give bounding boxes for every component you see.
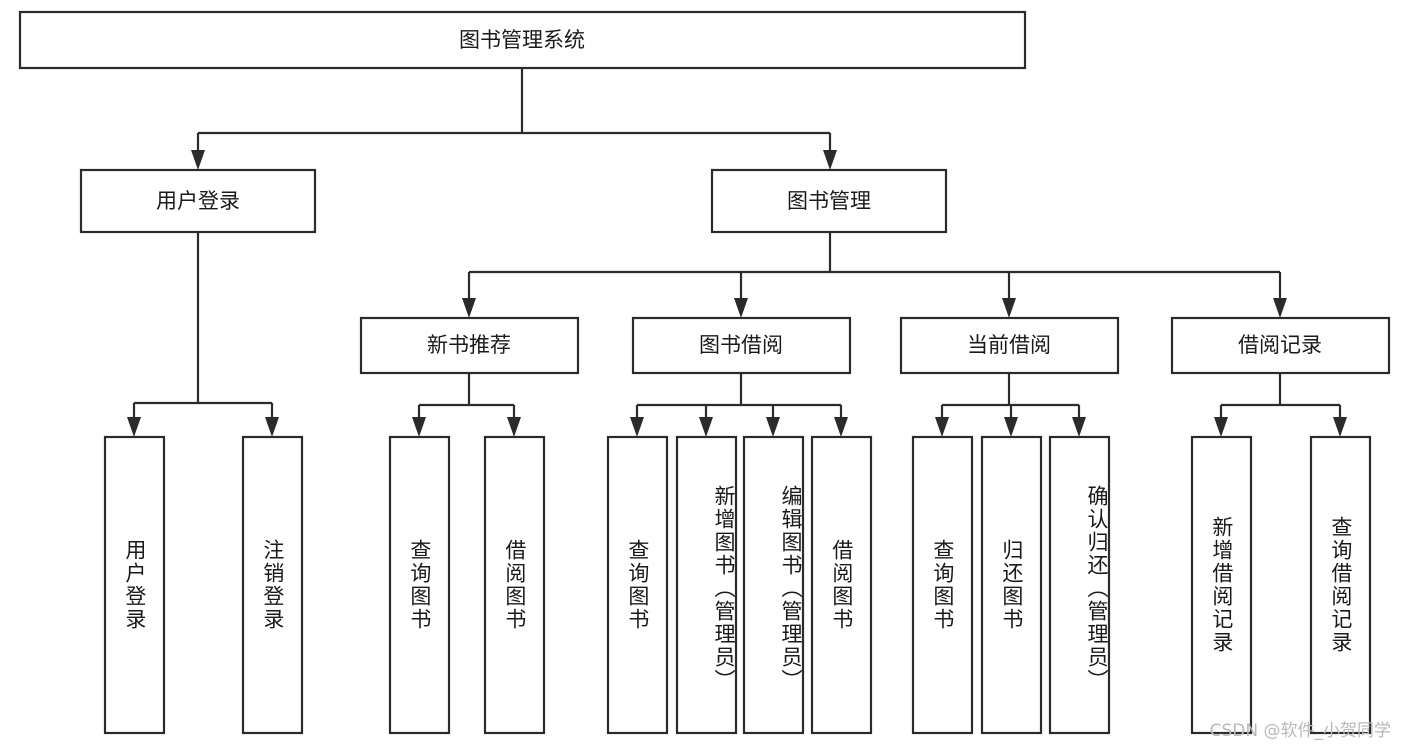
arrowhead-leaf-borrow-book-brw bbox=[834, 417, 848, 437]
connector-group-new-book-recommend bbox=[412, 373, 521, 437]
leaf-edit-book-box[interactable] bbox=[742, 435, 805, 735]
node-root-box[interactable] bbox=[18, 10, 1027, 70]
node-user-login-box[interactable] bbox=[79, 168, 317, 234]
connector-group-user-login bbox=[127, 232, 279, 437]
node-book-borrow-box[interactable] bbox=[631, 316, 852, 375]
leaf-add-record-box[interactable] bbox=[1190, 435, 1253, 735]
connector-group-current-borrow bbox=[935, 373, 1086, 437]
arrowhead-leaf-confirm-return bbox=[1072, 417, 1086, 437]
arrowhead-leaf-return-book bbox=[1004, 417, 1018, 437]
arrowhead-leaf-edit-book bbox=[766, 417, 780, 437]
node-book-manage-label: 图书管理 bbox=[787, 189, 871, 213]
leaf-return-book-box[interactable] bbox=[980, 435, 1043, 735]
arrowhead-new-book-recommend bbox=[462, 298, 476, 318]
leaf-borrow-book-brw-box[interactable] bbox=[810, 435, 873, 735]
arrowhead-leaf-query-record bbox=[1333, 417, 1347, 437]
arrowhead-book-borrow bbox=[734, 298, 748, 318]
node-borrow-record-label: 借阅记录 bbox=[1238, 333, 1322, 357]
arrowhead-leaf-add-book bbox=[699, 417, 713, 437]
connector-group-root bbox=[191, 68, 837, 170]
node-book-manage-box[interactable] bbox=[710, 168, 948, 234]
leaf-add-book-box[interactable] bbox=[675, 435, 738, 735]
csdn-watermark: CSDN @软件_小贺同学 bbox=[1209, 721, 1391, 741]
arrowhead-leaf-user-logout bbox=[265, 417, 279, 437]
arrowhead-current-borrow bbox=[1002, 298, 1016, 318]
node-user-login-label: 用户登录 bbox=[156, 189, 240, 213]
arrowhead-leaf-query-book-brw bbox=[630, 417, 644, 437]
node-new-book-recommend-box[interactable] bbox=[359, 316, 580, 375]
leaf-query-book-brw-box[interactable] bbox=[606, 435, 669, 735]
connector-group-book-borrow bbox=[630, 373, 848, 437]
arrowhead-leaf-add-record bbox=[1214, 417, 1228, 437]
leaf-borrow-book-rec-box[interactable] bbox=[483, 435, 546, 735]
arrowhead-leaf-query-book-cur bbox=[935, 417, 949, 437]
arrowhead-book-manage bbox=[823, 150, 837, 170]
node-current-borrow-box[interactable] bbox=[899, 316, 1120, 375]
leaf-query-book-rec-box[interactable] bbox=[388, 435, 451, 735]
node-new-book-recommend-label: 新书推荐 bbox=[427, 333, 511, 357]
node-root-label: 图书管理系统 bbox=[459, 28, 585, 52]
node-current-borrow-label: 当前借阅 bbox=[967, 333, 1051, 357]
leaf-user-login-box[interactable] bbox=[103, 435, 166, 735]
arrowhead-leaf-borrow-book-rec bbox=[507, 417, 521, 437]
arrowhead-leaf-query-book-rec bbox=[412, 417, 426, 437]
arrowhead-user-login bbox=[191, 150, 205, 170]
leaf-query-record-box[interactable] bbox=[1309, 435, 1372, 735]
connector-group-book-manage bbox=[462, 232, 1287, 318]
leaf-user-logout-box[interactable] bbox=[241, 435, 304, 735]
arrowhead-borrow-record bbox=[1273, 298, 1287, 318]
arrowhead-leaf-user-login bbox=[127, 417, 141, 437]
node-book-borrow-label: 图书借阅 bbox=[699, 333, 783, 357]
node-borrow-record-box[interactable] bbox=[1170, 316, 1391, 375]
leaf-confirm-return-box[interactable] bbox=[1048, 435, 1111, 735]
leaf-query-book-cur-box[interactable] bbox=[911, 435, 974, 735]
connector-group-borrow-record bbox=[1214, 373, 1347, 437]
